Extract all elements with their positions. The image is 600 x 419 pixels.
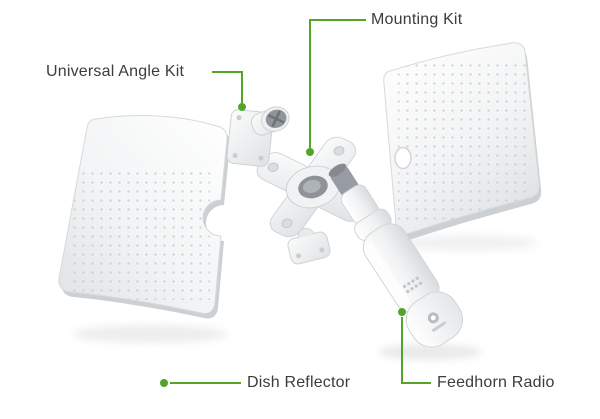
mounting-kit-label: Mounting Kit [371,11,463,28]
mounting-kit-callout-dot [306,148,314,156]
universal-angle-kit-label: Universal Angle Kit [46,63,185,80]
shadows [72,235,538,360]
callout-lines [160,19,431,387]
mounting-kit-bracket [256,136,370,238]
left-dish-reflector [58,115,230,319]
right-dish-reflector [383,42,542,241]
dish-reflector-callout-dot [160,379,168,387]
universal-angle-kit-part [226,106,290,167]
feedhorn-radio-callout-dot [398,308,406,316]
right-dish-perforations [398,58,528,220]
feedhorn-radio-label: Feedhorn Radio [437,374,555,391]
feedhorn-radio-device [328,163,464,348]
left-dish-perforations [70,168,210,300]
right-dish-feed-hole [394,146,412,170]
dish-reflector-label: Dish Reflector [247,374,351,391]
angle-kit-cylinder [250,106,290,136]
bracket-opening-inner [302,179,321,193]
status-leds [402,276,423,294]
feedhorn-radio-callout-line [401,317,431,384]
mounting-kit-callout-line [309,19,366,148]
pole-clamp-part [287,227,331,265]
brand-logo [427,312,446,332]
universal-angle-kit-callout-line [212,71,243,103]
universal-angle-kit-callout-dot [238,103,246,111]
pole-clamp-screws [296,247,325,259]
